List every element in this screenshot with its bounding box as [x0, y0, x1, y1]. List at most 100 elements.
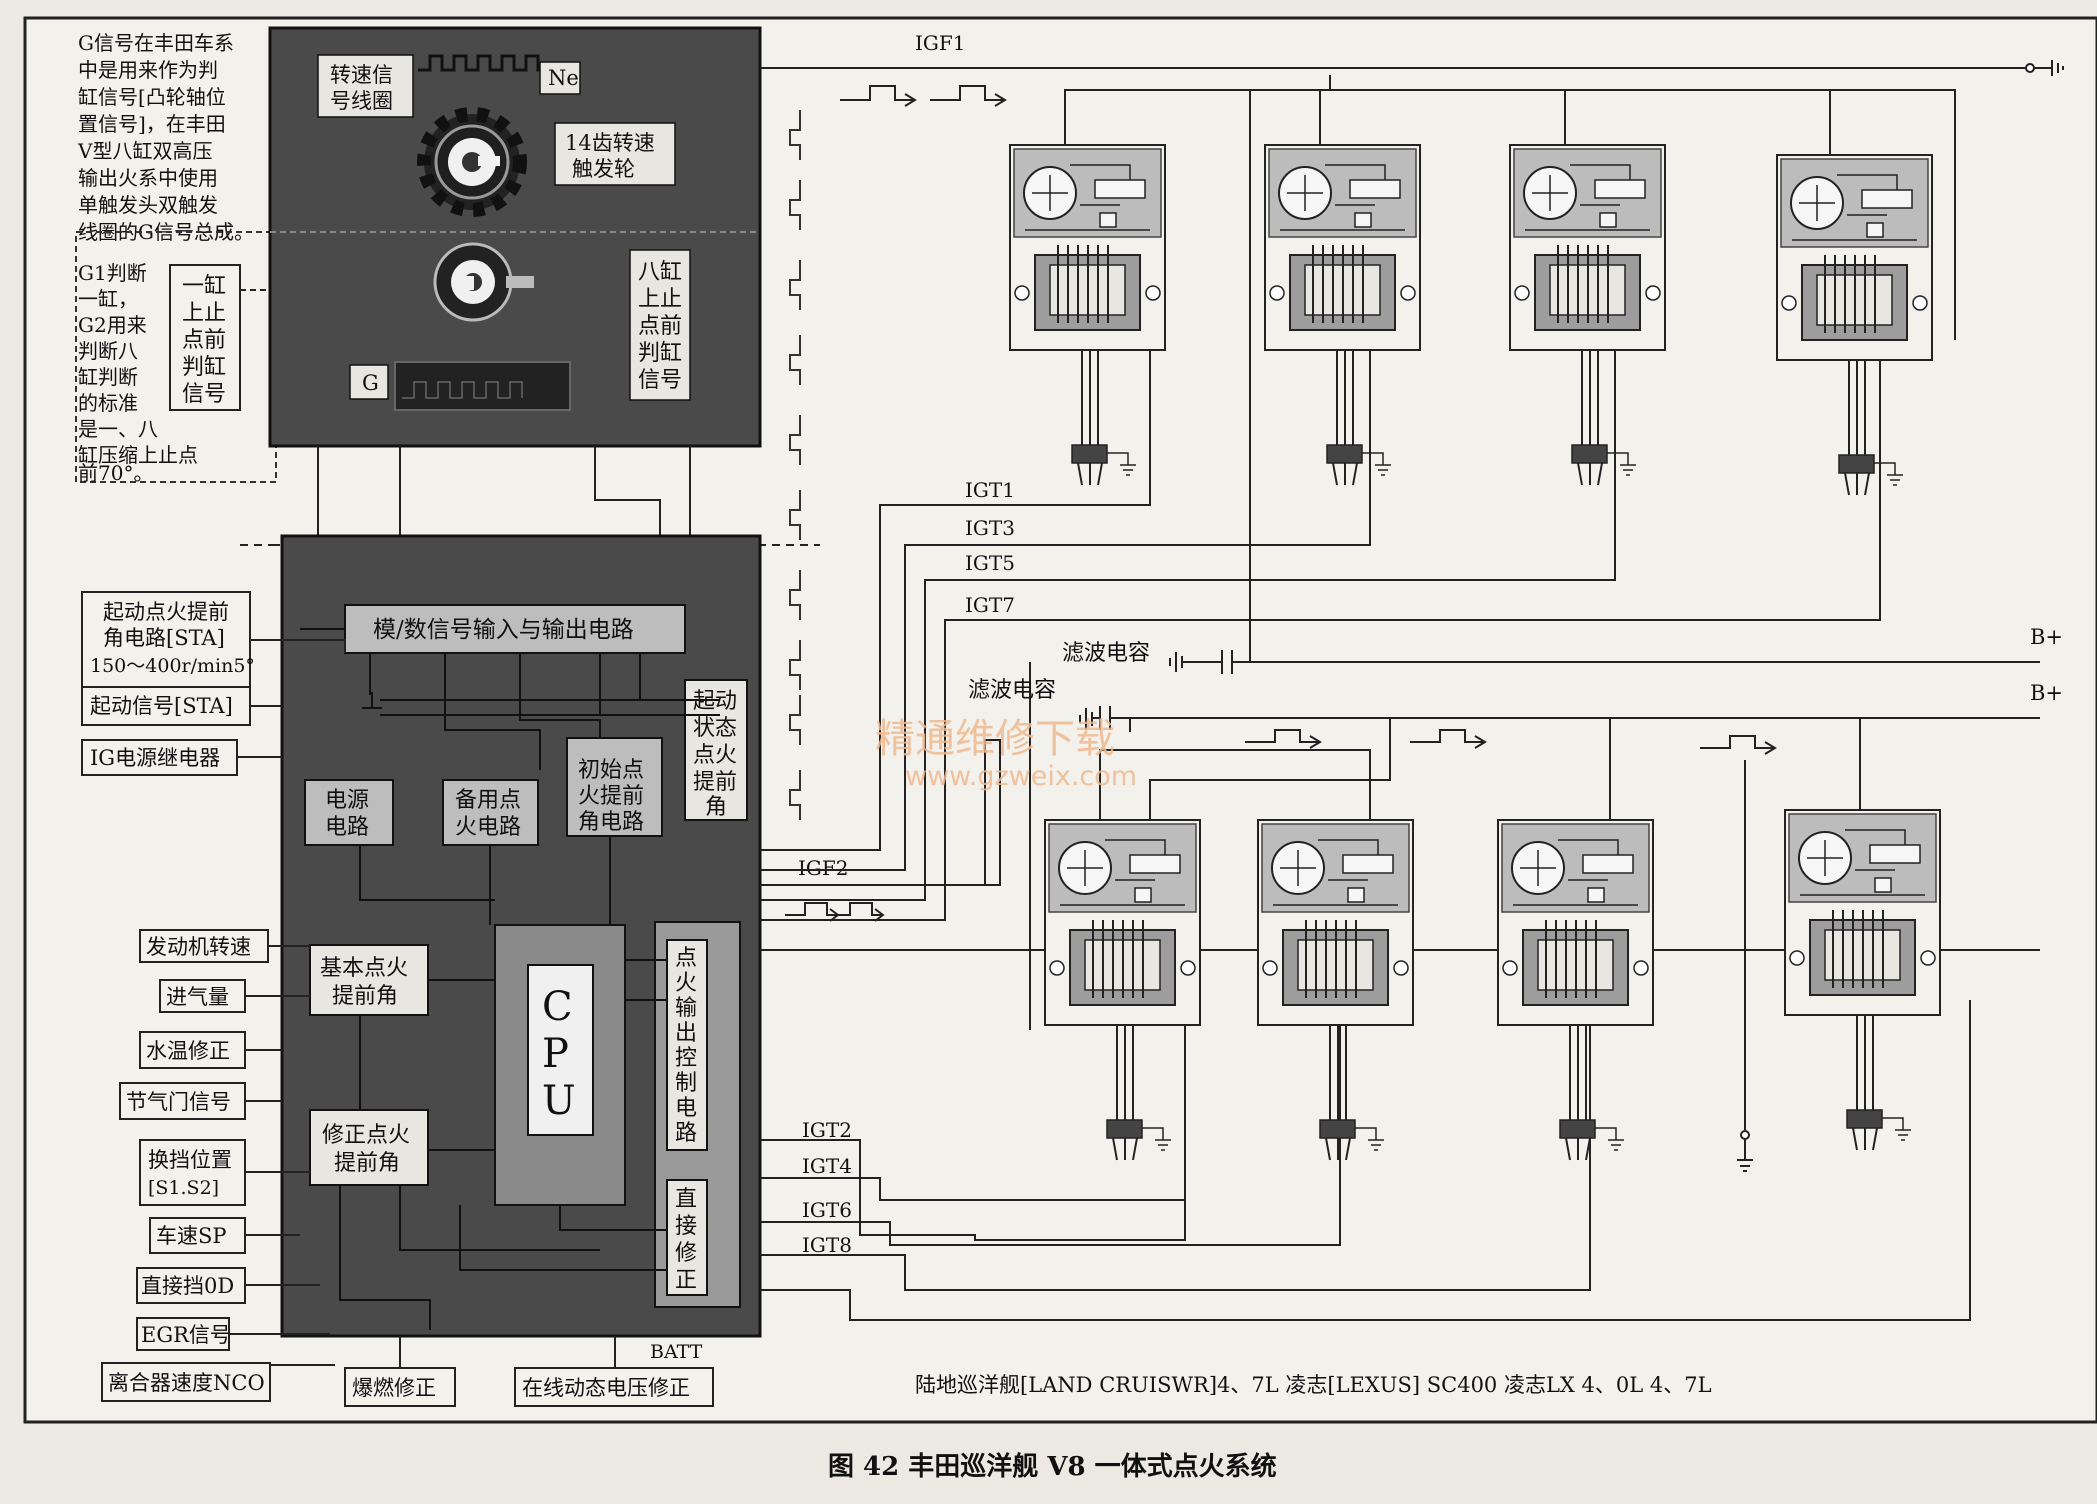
start-state-label: 起动 状态 点火 提前 角 — [693, 689, 737, 820]
input-intake-air: 进气量 — [159, 979, 246, 1013]
svg-text:IGT3: IGT3 — [965, 516, 1015, 540]
cpu-label: C — [542, 984, 573, 1030]
igt-top-wires — [760, 340, 1881, 921]
svg-text:提前角: 提前角 — [332, 984, 398, 1009]
svg-text:换挡位置: 换挡位置 — [148, 1148, 232, 1172]
svg-text:正: 正 — [675, 1268, 697, 1293]
basic-advance-label: 基本点火 — [320, 956, 408, 981]
svg-text:置信号]，在丰田: 置信号]，在丰田 — [78, 112, 226, 136]
igf2-label: IGF2 — [798, 856, 848, 880]
ne-label-box — [539, 61, 581, 95]
ignition-output-label: 点 火 输 出 控 制 电 路 — [675, 946, 697, 1146]
ne-coil-box — [317, 54, 414, 118]
svg-text:上止: 上止 — [182, 301, 226, 326]
svg-text:接: 接 — [675, 1214, 697, 1239]
svg-text:IGT2: IGT2 — [802, 1118, 852, 1142]
svg-text:节气门信号: 节气门信号 — [126, 1090, 231, 1114]
svg-text:起动点火提前: 起动点火提前 — [103, 600, 229, 624]
corrected-advance-box — [309, 1109, 429, 1186]
svg-text:G1判断: G1判断 — [78, 261, 147, 285]
filter-capacitor-1 — [1029, 89, 2040, 1030]
svg-text:前70°。: 前70°。 — [78, 461, 153, 485]
input-vehicle-speed: 车速SP — [149, 1217, 246, 1254]
input-clutch-speed: 离合器速度NCO — [101, 1362, 271, 1402]
svg-text:触发轮: 触发轮 — [572, 157, 635, 181]
svg-text:号线圈: 号线圈 — [330, 89, 393, 113]
svg-text:电: 电 — [675, 1096, 697, 1121]
svg-text:IG电源继电器: IG电源继电器 — [90, 746, 220, 770]
filter-capacitor-1-label: 滤波电容 — [1062, 641, 1150, 666]
filter-capacitor-2-label: 滤波电容 — [968, 678, 1056, 703]
note-g-signal: G信号在丰田车系 中是用来作为判 缸信号[凸轮轴位 置信号]，在丰田 V型八缸双… — [77, 31, 254, 244]
ad-circuit-box — [344, 604, 686, 654]
igf2-ground — [1737, 760, 1753, 1172]
initial-advance-box — [566, 737, 663, 837]
svg-text:IGT4: IGT4 — [802, 1154, 852, 1178]
svg-text:起动: 起动 — [693, 689, 737, 714]
svg-text:火: 火 — [675, 971, 697, 996]
watermark-url: www.gzweix.com — [905, 761, 1137, 792]
input-throttle: 节气门信号 — [119, 1082, 246, 1120]
sensor-ecu-wires — [275, 446, 691, 546]
svg-text:的标准: 的标准 — [78, 391, 138, 415]
filter-capacitor-2 — [1079, 706, 2040, 755]
direct-correction-box — [666, 1179, 708, 1296]
igt-top-labels: IGT1 IGT3 IGT5 IGT7 — [965, 478, 1015, 617]
svg-text:缸压缩上止点: 缸压缩上止点 — [78, 443, 198, 467]
ne-coil-label: 转速信 — [330, 63, 393, 87]
trigger-wheel-label: 14齿转速 — [565, 131, 655, 155]
svg-text:[S1.S2]: [S1.S2] — [148, 1177, 219, 1199]
svg-text:P: P — [542, 1031, 569, 1077]
svg-text:点前: 点前 — [638, 314, 682, 339]
svg-text:在线动态电压修正: 在线动态电压修正 — [522, 1376, 690, 1400]
ne-pulse-train — [418, 54, 558, 72]
svg-text:缸信号[凸轮轴位: 缸信号[凸轮轴位 — [78, 85, 226, 109]
igt-bottom-wires — [760, 1000, 1971, 1321]
corrected-advance-label: 修正点火 — [322, 1123, 410, 1148]
svg-text:修: 修 — [675, 1241, 697, 1266]
svg-text:角电路[STA]: 角电路[STA] — [103, 626, 225, 650]
svg-text:提前角: 提前角 — [334, 1151, 400, 1176]
cyl1-tdc-box — [169, 264, 241, 411]
input-voltage-correction: 在线动态电压修正 — [514, 1367, 714, 1407]
b-plus-label-1: B+ — [2030, 625, 2063, 649]
input-gear-position: 换挡位置 [S1.S2] — [139, 1139, 246, 1206]
svg-text:出: 出 — [675, 1021, 697, 1046]
svg-text:控: 控 — [675, 1046, 697, 1071]
svg-text:IGT8: IGT8 — [802, 1233, 852, 1257]
igt-bottom-labels: IGT2 IGT4 IGT6 IGT8 — [802, 1118, 852, 1257]
svg-text:一缸: 一缸 — [182, 274, 226, 299]
g-pickup — [394, 361, 571, 411]
g-label-box — [349, 364, 389, 400]
svg-text:上止: 上止 — [638, 287, 682, 312]
svg-text:角: 角 — [705, 795, 727, 820]
input-sta-signal: 起动信号[STA] — [81, 686, 251, 726]
input-overdrive: 直接挡0D — [136, 1267, 246, 1304]
input-egr: EGR信号 — [136, 1317, 231, 1351]
start-state-box — [684, 679, 748, 821]
svg-text:IGT6: IGT6 — [802, 1198, 852, 1222]
svg-text:判缸: 判缸 — [638, 341, 682, 366]
note-g-line: G信号在丰田车系 — [78, 31, 234, 55]
power-circuit-box — [304, 779, 394, 846]
svg-text:电路: 电路 — [325, 815, 369, 840]
initial-advance-label: 初始点 — [578, 758, 644, 783]
cyl8-tdc-box — [629, 249, 691, 401]
svg-text:状态: 状态 — [693, 716, 737, 741]
svg-text:EGR信号: EGR信号 — [141, 1323, 231, 1347]
svg-text:U: U — [542, 1078, 576, 1124]
svg-text:IGT1: IGT1 — [965, 478, 1015, 502]
svg-text:点前: 点前 — [182, 328, 226, 353]
basic-advance-box — [309, 944, 429, 1016]
svg-text:V型八缸双高压: V型八缸双高压 — [77, 139, 212, 163]
svg-text:中是用来作为判: 中是用来作为判 — [78, 58, 218, 82]
backup-circuit-box — [442, 779, 539, 846]
svg-text:直接挡0D: 直接挡0D — [141, 1274, 234, 1298]
svg-text:制: 制 — [675, 1071, 697, 1096]
svg-text:点火: 点火 — [693, 743, 737, 768]
igf1-label: IGF1 — [915, 31, 965, 55]
svg-text:信号: 信号 — [182, 382, 226, 407]
svg-text:进气量: 进气量 — [166, 985, 229, 1009]
svg-text:150～400r/min5°: 150～400r/min5° — [90, 655, 255, 677]
